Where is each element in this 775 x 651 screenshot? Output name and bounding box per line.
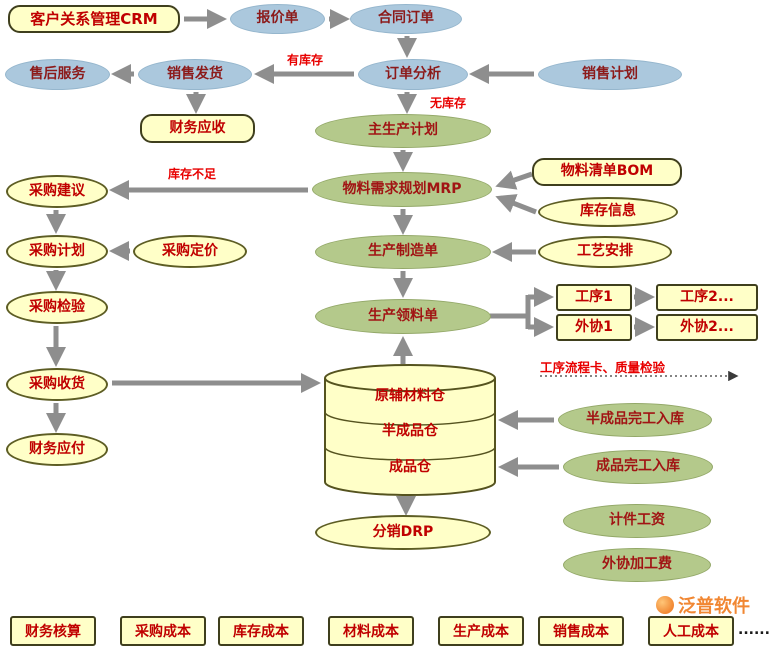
node-finance-receivable: 财务应收 — [140, 114, 255, 143]
bottom-item-sales-cost: 销售成本 — [538, 616, 624, 646]
node-bom: 物料清单BOM — [532, 158, 682, 186]
node-piece-wage: 计件工资 — [563, 504, 711, 538]
node-purchase-suggestion: 采购建议 — [6, 175, 108, 208]
annotation-no-stock: 无库存 — [430, 96, 467, 110]
node-contract-order: 合同订单 — [350, 4, 462, 34]
node-sales-plan: 销售计划 — [538, 59, 682, 90]
watermark-logo-icon — [656, 596, 674, 614]
node-purchase-plan: 采购计划 — [6, 235, 108, 268]
node-mrp: 物料需求规划MRP — [312, 172, 492, 207]
node-process2: 工序2... — [656, 284, 758, 311]
watermark: 泛普软件 — [656, 592, 750, 618]
node-production-picking: 生产领料单 — [315, 299, 491, 334]
node-production-order: 生产制造单 — [315, 235, 491, 269]
node-drp: 分销DRP — [315, 515, 491, 550]
bottom-item-purchase-cost: 采购成本 — [120, 616, 206, 646]
bottom-item-finance-accounting: 财务核算 — [10, 616, 96, 646]
node-finance-payable: 财务应付 — [6, 433, 108, 466]
node-purchase-receipt: 采购收货 — [6, 368, 108, 401]
annotation-has-stock: 有库存 — [287, 53, 324, 67]
node-outsource2: 外协2... — [656, 314, 758, 341]
node-outsource-fee: 外协加工费 — [563, 548, 711, 582]
node-outsource1: 外协1 — [556, 314, 632, 341]
node-master-production-plan: 主生产计划 — [315, 114, 491, 148]
node-order-analysis: 订单分析 — [358, 59, 468, 90]
watermark-text: 泛普软件 — [678, 596, 750, 617]
annotation-stock-shortage: 库存不足 — [168, 167, 217, 181]
node-purchase-pricing: 采购定价 — [133, 235, 247, 268]
node-semi-finished-in: 半成品完工入库 — [558, 403, 712, 437]
node-process-arrangement: 工艺安排 — [538, 236, 672, 268]
warehouse-level-finished: 成品仓 — [389, 459, 431, 475]
bottom-item-inventory-cost: 库存成本 — [218, 616, 304, 646]
annotation-process-card: 工序流程卡、质量检验 — [540, 360, 666, 375]
node-process1: 工序1 — [556, 284, 632, 311]
node-finished-in: 成品完工入库 — [563, 450, 713, 484]
warehouse-level-semi: 半成品仓 — [382, 423, 438, 439]
node-sales-delivery: 销售发货 — [138, 59, 252, 90]
warehouse-level-raw: 原辅材料仓 — [375, 388, 445, 404]
bottom-item-production-cost: 生产成本 — [438, 616, 524, 646]
bottom-item-labor-cost: 人工成本 — [648, 616, 734, 646]
warehouse-cylinder — [324, 364, 496, 496]
node-after-sales: 售后服务 — [5, 59, 110, 90]
node-purchase-inspection: 采购检验 — [6, 291, 108, 324]
bottom-ellipsis: ...... — [738, 622, 770, 638]
node-crm: 客户关系管理CRM — [8, 5, 180, 33]
node-quote: 报价单 — [230, 4, 325, 34]
bottom-item-material-cost: 材料成本 — [328, 616, 414, 646]
node-inventory-info: 库存信息 — [538, 197, 678, 227]
